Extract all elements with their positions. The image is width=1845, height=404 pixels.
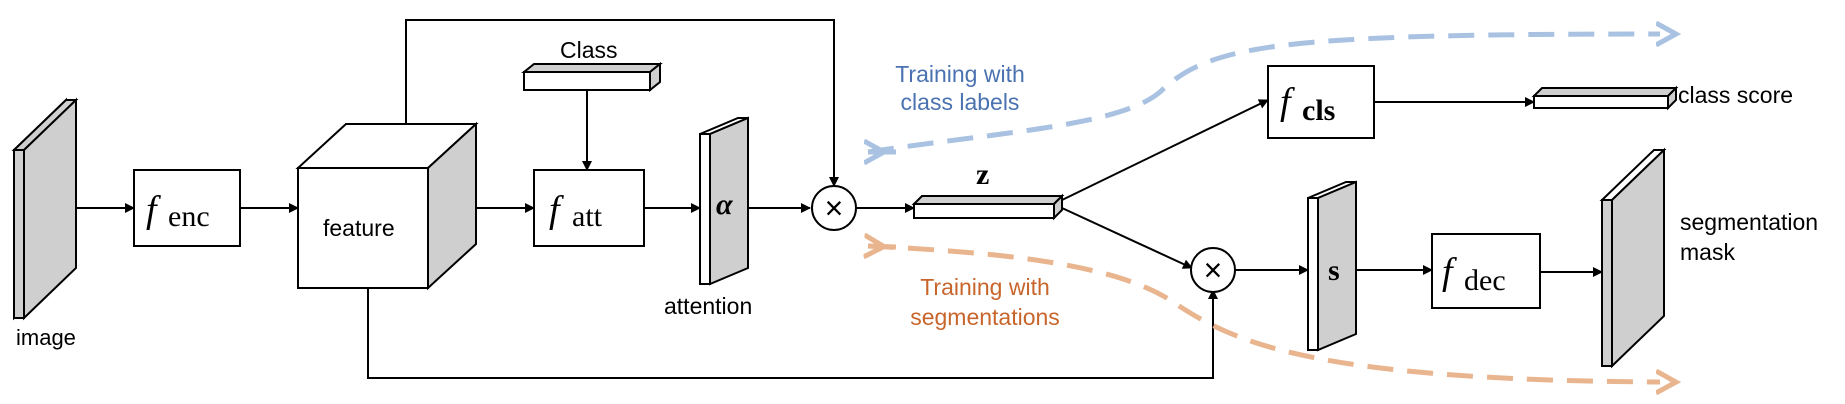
f-att-box <box>533 169 645 247</box>
image-label: image <box>16 325 76 350</box>
class-vector-bar <box>521 61 663 93</box>
class-score-bar <box>1531 85 1679 111</box>
training-class-labels-text-1: Training with <box>895 61 1025 87</box>
arrow-z-to-multiply-2 <box>1061 207 1193 269</box>
segmentation-mask-label-2: mask <box>1680 239 1735 265</box>
training-class-labels-text-2: class labels <box>901 89 1020 115</box>
feature-label: feature <box>323 215 395 241</box>
arrow-z-to-cls <box>1061 99 1269 201</box>
f-enc-subscript: enc <box>168 200 210 233</box>
f-cls-subscript: cls <box>1302 94 1335 127</box>
multiply-symbol-2: × <box>1204 252 1223 288</box>
f-dec-subscript: dec <box>1464 264 1506 297</box>
z-vector-bar <box>911 193 1065 221</box>
feature-cube <box>295 121 479 291</box>
training-segmentations-arrow-start <box>868 246 897 247</box>
training-segmentations-arrow <box>867 243 1660 382</box>
s-symbol: s <box>1328 254 1340 287</box>
attention-label: attention <box>664 293 752 319</box>
f-cls-box <box>1267 65 1375 139</box>
segmentation-mask-slab <box>1599 147 1667 369</box>
alpha-symbol: α <box>716 188 733 221</box>
arrow-feature-to-multiply-2 <box>367 288 1218 379</box>
training-segmentations-text-1: Training with <box>920 274 1050 300</box>
training-class-labels-arrow <box>867 34 1660 155</box>
s-slab <box>1307 180 1357 352</box>
training-segmentations-text-2: segmentations <box>910 304 1060 330</box>
multiply-symbol-1: × <box>825 190 844 226</box>
image-slab <box>11 97 79 321</box>
alpha-slab <box>699 116 749 286</box>
z-symbol: z <box>976 158 989 191</box>
segmentation-mask-label-1: segmentation <box>1680 209 1818 235</box>
class-label: Class <box>560 37 618 63</box>
f-enc-box <box>133 169 241 247</box>
f-att-subscript: att <box>572 200 603 233</box>
arrow-feature-skip-to-multiply <box>405 19 839 187</box>
f-dec-box <box>1431 233 1541 309</box>
class-score-label: class score <box>1678 82 1793 108</box>
